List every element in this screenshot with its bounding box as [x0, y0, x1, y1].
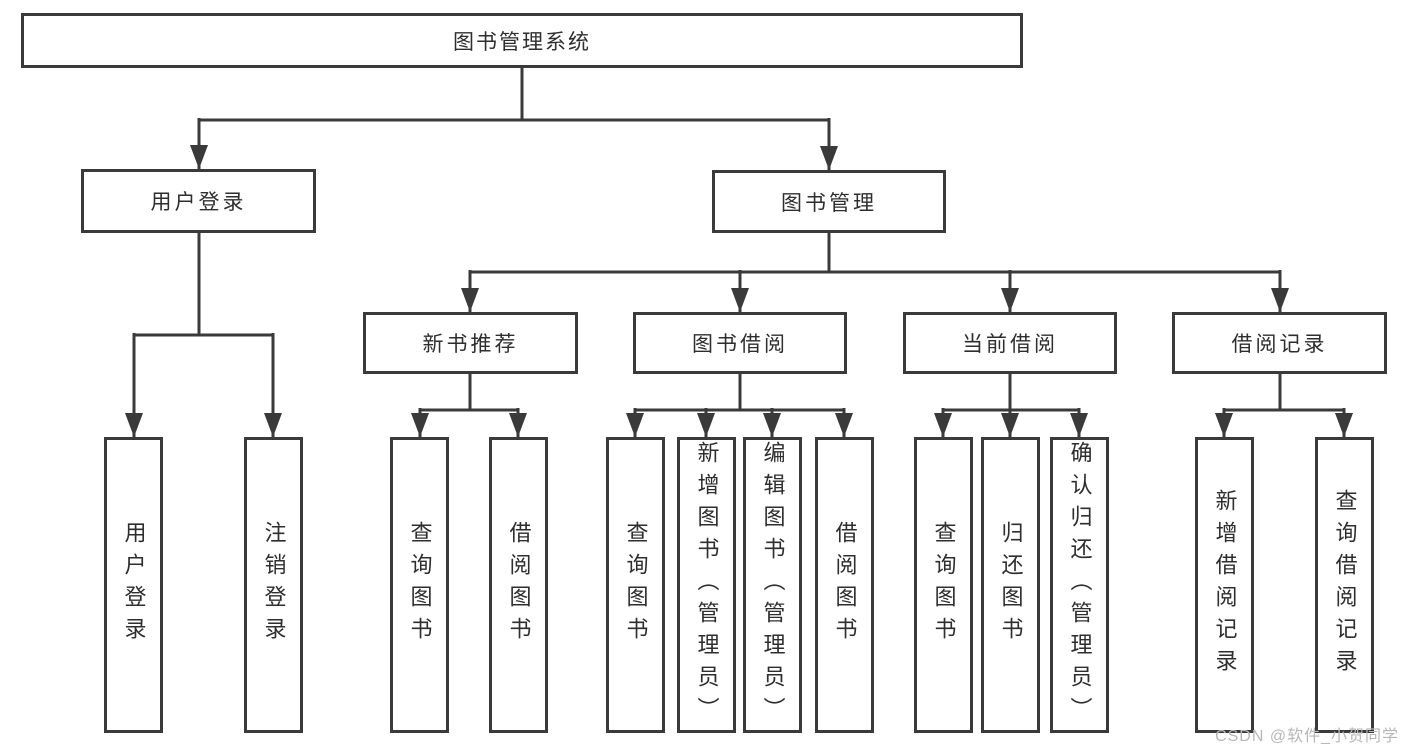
leaf-borrow-query: 查询图书: [606, 437, 665, 733]
node-current-borrow: 当前借阅: [903, 312, 1117, 374]
leaf-record-add: 新增借阅记录: [1195, 437, 1254, 733]
leaf-current-query: 查询图书: [914, 437, 973, 733]
leaf-newbook-borrow-label: 借阅图书: [506, 521, 532, 649]
leaf-current-confirm-label: 确认归还（管理员）: [1067, 441, 1093, 729]
leaf-user-login-label: 用户登录: [121, 521, 147, 649]
node-book-management: 图书管理: [712, 170, 946, 233]
leaf-record-add-label: 新增借阅记录: [1212, 489, 1238, 681]
leaf-newbook-borrow: 借阅图书: [489, 437, 548, 733]
node-root: 图书管理系统: [21, 13, 1023, 68]
leaf-logout: 注销登录: [244, 437, 303, 733]
node-book-borrow: 图书借阅: [633, 312, 847, 374]
leaf-logout-label: 注销登录: [261, 521, 287, 649]
leaf-newbook-query-label: 查询图书: [407, 521, 433, 649]
leaf-borrow-borrow: 借阅图书: [815, 437, 874, 733]
leaf-current-return: 归还图书: [981, 437, 1040, 733]
node-new-book-recommend: 新书推荐: [363, 312, 578, 374]
leaf-record-query: 查询借阅记录: [1315, 437, 1374, 733]
leaf-borrow-edit: 编辑图书（管理员）: [743, 437, 802, 733]
node-borrow-record: 借阅记录: [1172, 312, 1387, 374]
leaf-newbook-query: 查询图书: [390, 437, 449, 733]
leaf-user-login: 用户登录: [104, 437, 163, 733]
leaf-borrow-edit-label: 编辑图书（管理员）: [760, 441, 786, 729]
watermark: CSDN @软件_小贺同学: [1215, 728, 1399, 745]
node-user-login: 用户登录: [81, 169, 316, 233]
leaf-borrow-query-label: 查询图书: [623, 521, 649, 649]
leaf-borrow-borrow-label: 借阅图书: [832, 521, 858, 649]
leaf-borrow-add-label: 新增图书（管理员）: [694, 441, 720, 729]
connector-arrows: [125, 118, 1353, 437]
leaf-current-return-label: 归还图书: [998, 521, 1024, 649]
leaf-current-query-label: 查询图书: [931, 521, 957, 649]
leaf-current-confirm: 确认归还（管理员）: [1050, 437, 1109, 733]
leaf-borrow-add: 新增图书（管理员）: [677, 437, 736, 733]
leaf-record-query-label: 查询借阅记录: [1332, 489, 1358, 681]
connector-trunks: [134, 68, 1344, 412]
